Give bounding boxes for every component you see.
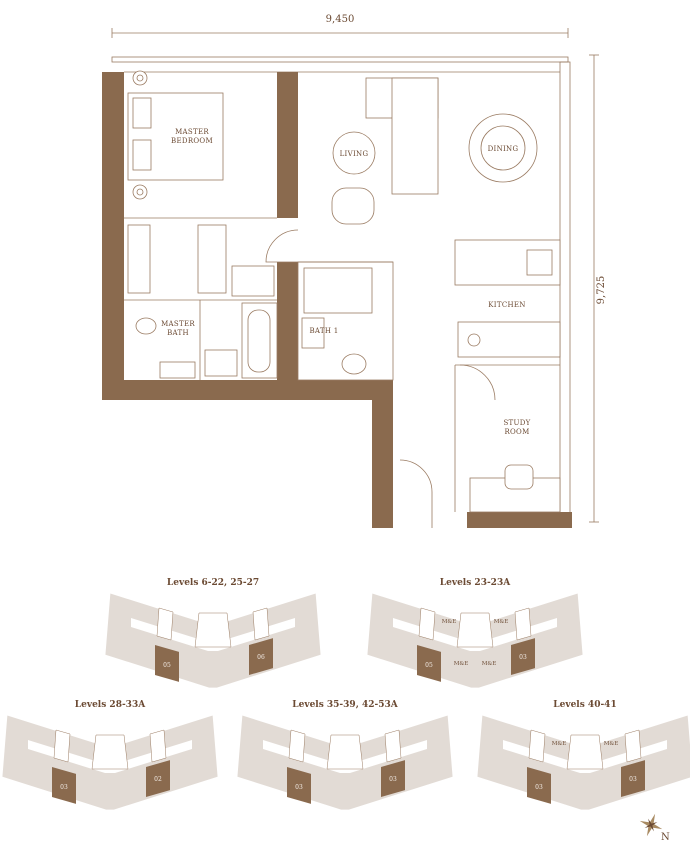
unit-number: 03	[295, 784, 303, 791]
highlighted-unit: 05	[155, 645, 179, 682]
structural-walls	[102, 72, 572, 528]
highlighted-unit: 03	[381, 760, 405, 797]
key-plan: Levels 40-41 03 03 M&E M&E	[476, 700, 690, 811]
highlighted-unit: 02	[146, 760, 170, 797]
room-label-kitchen: KITCHEN	[488, 301, 525, 309]
unit-number: 03	[629, 776, 637, 783]
highlighted-unit: 03	[287, 767, 311, 804]
key-plan-title: Levels 35-39, 42-53A	[292, 700, 398, 710]
lift-cores	[156, 607, 270, 641]
me-label: M&E	[482, 661, 497, 667]
unit-number: 05	[425, 662, 433, 669]
key-plan: Levels 6-22, 25-27 05 06	[104, 578, 322, 689]
me-label: M&E	[454, 661, 469, 667]
furniture	[127, 70, 561, 513]
highlighted-unit: 06	[249, 638, 273, 675]
room-label-master-bedroom-1: MASTER	[175, 128, 209, 136]
me-label: M&E	[494, 619, 509, 625]
room-label-dining: DINING	[488, 145, 519, 153]
unit-number: 03	[519, 654, 527, 661]
me-label: M&E	[552, 741, 567, 747]
key-plan-title: Levels 40-41	[553, 700, 616, 710]
highlighted-unit: 03	[511, 638, 535, 675]
room-label-study-2: ROOM	[504, 428, 529, 436]
partitions	[124, 217, 560, 528]
unit-number: 05	[163, 662, 171, 669]
compass-north-label: N	[661, 832, 670, 843]
highlighted-unit: 05	[417, 645, 441, 682]
room-label-master-bath-1: MASTER	[161, 320, 195, 328]
highlighted-unit: 03	[621, 760, 645, 797]
core	[194, 612, 232, 648]
core	[456, 612, 494, 648]
unit-number: 06	[257, 654, 265, 661]
unit-number: 03	[60, 784, 68, 791]
key-plan-title: Levels 23-23A	[440, 578, 511, 588]
lift-cores	[53, 729, 167, 763]
room-label-study-1: STUDY	[503, 419, 530, 427]
core	[326, 734, 364, 770]
depth-dimension: 9,725	[589, 54, 607, 523]
compass-icon: N	[639, 813, 670, 843]
key-plan: Levels 35-39, 42-53A 03 03	[236, 700, 454, 811]
core	[91, 734, 129, 770]
unit-number: 03	[535, 784, 543, 791]
unit-number: 02	[154, 776, 162, 783]
highlighted-unit: 03	[527, 767, 551, 804]
core	[566, 734, 604, 770]
key-plan-title: Levels 28-33A	[75, 700, 146, 710]
room-label-master-bedroom-2: BEDROOM	[171, 137, 213, 145]
room-label-bath1: BATH 1	[309, 327, 338, 335]
me-label: M&E	[442, 619, 457, 625]
depth-label: 9,725	[596, 276, 607, 305]
room-label-master-bath-2: BATH	[167, 329, 189, 337]
me-label: M&E	[604, 741, 619, 747]
lift-cores	[418, 607, 532, 641]
key-plan: Levels 28-33A 03 02	[1, 700, 219, 811]
width-dimension: 9,450	[111, 14, 569, 38]
lift-cores	[528, 729, 642, 763]
width-label: 9,450	[326, 14, 355, 25]
key-plan-title: Levels 6-22, 25-27	[167, 578, 259, 588]
unit-number: 03	[389, 776, 397, 783]
highlighted-unit: 03	[52, 767, 76, 804]
room-label-living: LIVING	[340, 150, 369, 158]
lift-cores	[288, 729, 402, 763]
